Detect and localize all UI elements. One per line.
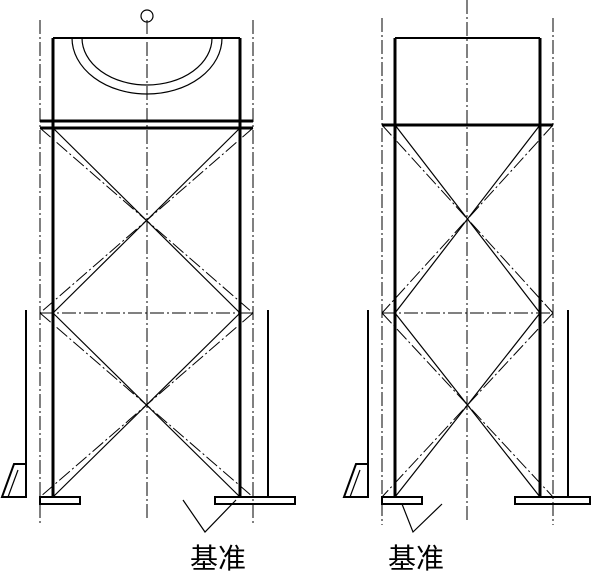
right-bracket [342,463,369,498]
right-base-plate-left [381,496,423,505]
left-saddle-inner [81,37,213,86]
right-brace-center-d [381,312,554,498]
left-base-plate-right [214,496,296,505]
right-bracket-inner [349,469,361,498]
right-base-plate-right [514,496,591,505]
left-bracket-inner [7,469,19,498]
left-datum-leader [182,499,237,533]
left-view [0,9,296,533]
right-view [342,0,591,534]
left-lifting-ring [140,9,154,23]
right-brace-d [394,312,541,498]
left-saddle-outer [71,37,223,95]
right-brace-center-c [381,312,554,498]
left-bracket [0,463,27,498]
right-brace-center-b [381,124,554,314]
left-brace-center-d [39,312,254,498]
right-datum-leader [401,503,443,534]
right-datum-label: 基准 [388,542,444,575]
left-base-plate-left [39,496,81,505]
left-brace-center-b [39,127,254,314]
left-datum-label: 基准 [190,542,246,575]
